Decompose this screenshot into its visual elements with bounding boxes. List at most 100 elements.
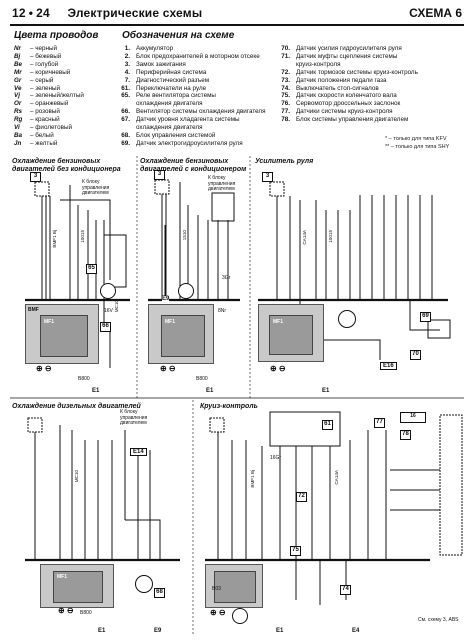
symbol-text: Датчик положения педали газа bbox=[296, 76, 387, 84]
tag-69: 69 bbox=[420, 312, 431, 322]
wire-color-name: – коричневый bbox=[30, 68, 71, 76]
symbol-number: 4. bbox=[124, 68, 130, 76]
symbol-number: 68. bbox=[121, 131, 130, 139]
tag-61: 61 bbox=[322, 420, 333, 430]
wire-color-code: Ve bbox=[14, 84, 22, 92]
conn-label-16v: 16V bbox=[104, 308, 113, 314]
symbol-number: 77. bbox=[281, 108, 290, 116]
wire-color-name: – фиолетовый bbox=[30, 124, 72, 132]
tag-3-s1: 3 bbox=[30, 172, 41, 182]
symbol-text: Блок предохранителей в моторном отсеке bbox=[136, 52, 260, 60]
symbol-number: 61. bbox=[121, 84, 130, 92]
wire-color-row: Gr– серый bbox=[14, 77, 84, 85]
fuse-box-s4-inner bbox=[53, 571, 103, 603]
symbol-text: Периферийная система bbox=[136, 68, 207, 76]
symbol-number: 1. bbox=[124, 45, 130, 52]
tag-c9: 16 bbox=[400, 412, 426, 423]
battery-plus-s1: ⊕ ⊖ bbox=[36, 364, 52, 373]
wire-color-name: – бежевый bbox=[30, 52, 62, 60]
symbol-number: 72. bbox=[281, 68, 290, 76]
symbol-row: 67.Датчик уровня хладагента системы bbox=[118, 116, 266, 124]
symbol-row: 66.Вентилятор системы охлаждения двигате… bbox=[118, 108, 266, 116]
section-title-diesel-cooling: Охлаждение дизельных двигателей bbox=[12, 403, 141, 410]
section-title-cooling-ac: Охлаждение бензиновых двигателей с конди… bbox=[140, 158, 247, 173]
tag-3-s2: 3 bbox=[154, 170, 165, 180]
fuse-box-s5 bbox=[205, 564, 263, 608]
page-title: Электрические схемы bbox=[67, 6, 203, 20]
wire-label-5: CA14A bbox=[302, 230, 307, 245]
wire-color-code: Mr bbox=[14, 68, 22, 76]
symbol-row: 73.Датчик положения педали газа bbox=[278, 77, 418, 85]
symbol-row: круиз-контроля bbox=[278, 61, 418, 69]
symbol-row: 3.Замок зажигания bbox=[118, 61, 266, 69]
symbol-text: Аккумулятор bbox=[136, 45, 174, 52]
tag-72: 72 bbox=[296, 492, 307, 502]
tag-65: 65 bbox=[86, 264, 97, 274]
wire-color-code: Rs bbox=[14, 108, 23, 116]
wire-color-row: Or– оранжевый bbox=[14, 100, 84, 108]
label-to-ecu-s4: К блоку управления двигателем bbox=[120, 409, 148, 427]
wire-color-code: Jn bbox=[14, 139, 22, 147]
wire-label-1: BMF1 Bj bbox=[52, 230, 57, 248]
symbol-text: Датчик электрогидроусилителя руля bbox=[136, 139, 243, 147]
label-see-scheme-3: См. схему 3, ABS bbox=[418, 617, 459, 623]
symbol-text: Датчик муфты сцепления системы bbox=[296, 52, 398, 60]
fuse-box-s4: MF1 bbox=[40, 564, 114, 608]
symbol-row: 71. Датчик муфты сцепления системы bbox=[278, 53, 418, 61]
wire-color-name: – оранжевый bbox=[30, 100, 69, 108]
symbol-number: 74. bbox=[281, 84, 290, 92]
wire-color-row: Rg – красный bbox=[14, 116, 84, 124]
wire-color-row: Jn– желтый bbox=[14, 140, 84, 148]
symbols-title: Обозначения на схеме bbox=[122, 30, 235, 41]
ground-e9-s4: E9 bbox=[154, 628, 162, 634]
symbol-row: 61. Переключатели на руле bbox=[118, 85, 266, 93]
tag-70: 70 bbox=[410, 350, 421, 360]
wire-color-code: Bj bbox=[14, 52, 21, 60]
wire-label-7: MC10 bbox=[74, 470, 79, 483]
section-title-cooling-no-ac: Охлаждение бензиновых двигателей без кон… bbox=[12, 158, 121, 173]
wire-color-name: – красный bbox=[30, 116, 60, 124]
diesel-fan-circle bbox=[135, 575, 153, 593]
symbol-text: круиз-контроля bbox=[296, 60, 341, 68]
tag-77: 77 bbox=[374, 418, 385, 428]
symbol-row: 77. Датчики системы круиз-контроля bbox=[278, 108, 418, 116]
ground-e1-s3: E1 bbox=[322, 388, 330, 394]
symbol-text: Датчики системы круиз-контроля bbox=[296, 108, 393, 116]
label-to-ecu-s2: К блоку управления двигателем bbox=[208, 175, 236, 193]
bullet-separator: • bbox=[28, 6, 34, 20]
symbol-text: Датчик скорости коленчатого вала bbox=[296, 92, 397, 100]
tag-66: 66 bbox=[100, 322, 111, 332]
symbol-row: 68.Блок управления системой bbox=[118, 132, 266, 140]
symbol-row: 4. Периферийная система bbox=[118, 69, 266, 77]
battery-plus-s2: ⊕ ⊖ bbox=[160, 364, 176, 373]
fan-relay-circle-s1 bbox=[100, 283, 116, 299]
ground-e4: E4 bbox=[352, 628, 360, 634]
conn-label-3gr: 3Gr bbox=[222, 275, 231, 281]
wire-color-name: – белый bbox=[30, 131, 54, 139]
wire-color-code: Vj bbox=[14, 92, 20, 100]
symbol-row: 2.Блок предохранителей в моторном отсеке bbox=[118, 53, 266, 61]
symbol-number: 7. bbox=[124, 76, 130, 84]
page-header-left: 12•24 Электрические схемы bbox=[12, 6, 202, 20]
symbol-number: 71. bbox=[281, 52, 290, 60]
wire-label-4: 1510 bbox=[182, 230, 187, 241]
symbol-row: охлаждения двигателя bbox=[118, 100, 266, 108]
symbol-row: 78.Блок системы управления двигателем bbox=[278, 116, 418, 124]
conn-label-16gr: 16Gr bbox=[270, 455, 282, 461]
wire-label-2: 10015 bbox=[80, 230, 85, 243]
wire-color-code: Rg bbox=[14, 116, 23, 124]
symbol-row: 74.Выключатель стоп-сигналов bbox=[278, 85, 418, 93]
symbol-number: 76. bbox=[281, 100, 290, 108]
conn-label-b03: B03 bbox=[212, 586, 221, 592]
symbol-text: охлаждения двигателя bbox=[136, 124, 203, 132]
label-b800-s4: B800 bbox=[80, 610, 92, 616]
tag-74: 74 bbox=[340, 585, 351, 595]
symbol-number: 65. bbox=[121, 92, 130, 100]
symbol-text: Вентилятор системы охлаждения двигателя bbox=[136, 108, 266, 116]
symbol-text: Переключатели на руле bbox=[136, 84, 207, 92]
fuse-box-s3-inner bbox=[269, 315, 313, 355]
symbol-number: 70. bbox=[281, 45, 290, 52]
symbol-text: Датчик тормозов системы круиз-контроль bbox=[296, 68, 418, 76]
